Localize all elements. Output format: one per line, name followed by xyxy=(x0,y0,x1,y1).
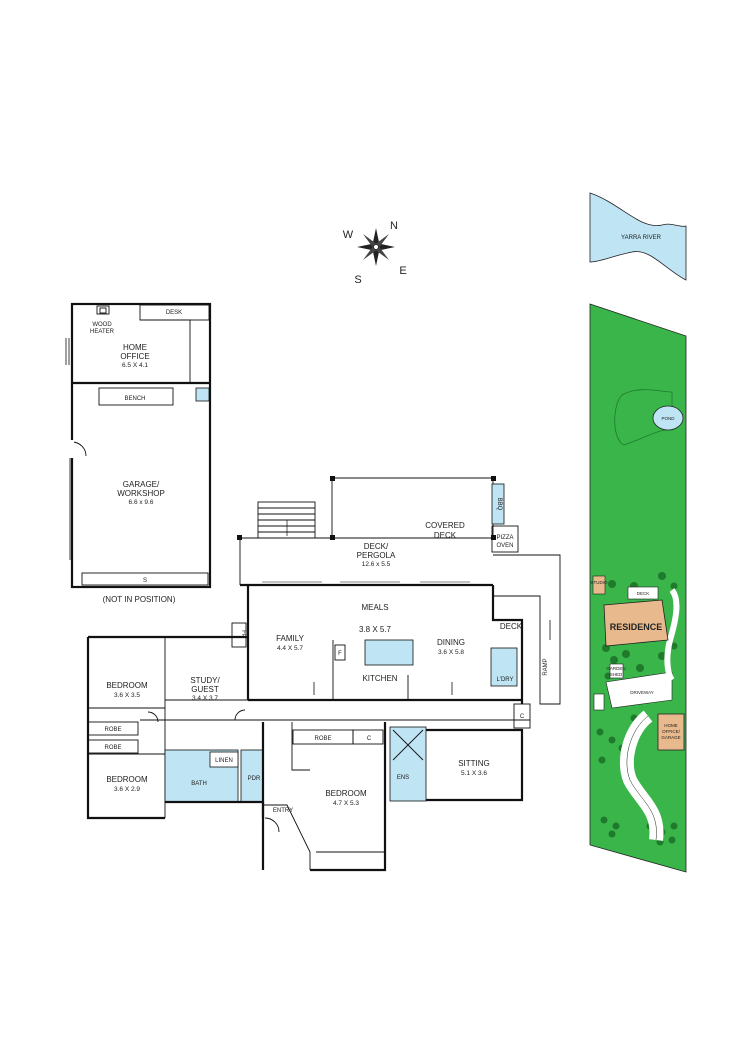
dining-dim: 3.6 X 5.8 xyxy=(438,649,464,656)
compass-s: S xyxy=(354,274,361,286)
f-label: F xyxy=(338,651,342,657)
compass-w: W xyxy=(343,229,354,241)
site-deck-label: DECK xyxy=(637,591,650,596)
garden-label: GARDEN xyxy=(606,666,625,671)
pizza-oven-label-1: PIZZA xyxy=(496,535,513,541)
site-office-label: OFFICE/ xyxy=(662,729,680,734)
pond-label: POND xyxy=(661,416,675,421)
compass-n: N xyxy=(390,220,398,232)
bench-label: BENCH xyxy=(124,396,145,402)
outbuilding xyxy=(65,302,212,589)
shed-label: SHED xyxy=(610,672,623,677)
home-office-label-2: OFFICE xyxy=(120,352,149,361)
linen-label: LINEN xyxy=(215,758,233,764)
bedroom1-label: BEDROOM xyxy=(106,681,148,690)
bedroom2-dim: 3.6 X 2.9 xyxy=(114,786,140,793)
bbq-label: BBQ xyxy=(496,498,502,511)
covered-deck-label-1: COVERED xyxy=(425,521,465,530)
site-home-office-shape xyxy=(657,713,685,751)
ramp-label: RAMP xyxy=(543,658,549,675)
deck-pergola-label-2: PERGOLA xyxy=(357,551,396,560)
pizza-oven-label-2: OVEN xyxy=(496,543,513,549)
bedroom2-label: BEDROOM xyxy=(106,775,148,784)
study-dim: 3.4 X 3.7 xyxy=(192,695,218,702)
residence-label: RESIDENCE xyxy=(610,622,663,632)
not-in-position-label: (NOT IN POSITION) xyxy=(103,595,176,604)
s-label: S xyxy=(143,578,147,584)
entry-label: ENTRY xyxy=(273,808,293,814)
ens-label: ENS xyxy=(397,775,409,781)
dining-label: DINING xyxy=(437,638,465,647)
wood-heater-label-2: HEATER xyxy=(90,329,115,335)
garage-label-1: GARAGE/ xyxy=(123,480,160,489)
meals-dim: 3.8 X 5.7 xyxy=(359,625,392,634)
robe-label-2: ROBE xyxy=(104,745,121,751)
river-shape xyxy=(589,192,687,281)
home-office-label-1: HOME xyxy=(123,343,147,352)
site-plan: YARRA RIVER POND DRIVEWAY DECK RESIDENCE xyxy=(589,192,687,873)
pond-shape xyxy=(652,405,684,431)
bedroom1-dim: 3.6 X 3.5 xyxy=(114,692,140,699)
fp-label: FP xyxy=(240,630,246,638)
site-home-label: HOME xyxy=(664,723,678,728)
studio-label: STUDIO xyxy=(590,580,608,585)
pdr-label: PDR xyxy=(248,776,261,782)
deck-pergola-label-1: DECK/ xyxy=(364,542,389,551)
meals-label: MEALS xyxy=(361,603,388,612)
main-house xyxy=(86,476,561,872)
robe-label-3: ROBE xyxy=(314,736,331,742)
bedroom3-dim: 4.7 X 5.3 xyxy=(333,800,359,807)
sitting-dim: 5.1 X 3.6 xyxy=(461,770,487,777)
kitchen-label: KITCHEN xyxy=(362,674,397,683)
deck-pergola-dim: 12.6 x 5.5 xyxy=(362,561,391,568)
compass-e: E xyxy=(399,265,406,277)
study-label-1: STUDY/ xyxy=(190,676,220,685)
river-label: YARRA RIVER xyxy=(621,235,662,241)
c-label-2: C xyxy=(367,736,372,742)
robe-label-1: ROBE xyxy=(104,727,121,733)
covered-deck-label-2: DECK xyxy=(434,531,457,540)
home-office-dim: 6.5 X 4.1 xyxy=(122,362,148,369)
site-garage-label: GARAGE xyxy=(661,735,680,740)
wood-heater-label-1: WOOD xyxy=(92,322,112,328)
family-label: FAMILY xyxy=(276,634,305,643)
garage-dim: 6.6 x 9.6 xyxy=(129,499,154,506)
c-label-1: C xyxy=(520,714,525,720)
deck-label: DECK xyxy=(500,622,523,631)
study-label-2: GUEST xyxy=(191,685,219,694)
desk-label: DESK xyxy=(166,310,182,316)
bath-label: BATH xyxy=(191,781,207,787)
family-dim: 4.4 X 5.7 xyxy=(277,645,303,652)
laundry-label: L'DRY xyxy=(496,677,513,683)
driveway-label: DRIVEWAY xyxy=(630,690,654,695)
garage-label-2: WORKSHOP xyxy=(117,489,165,498)
sitting-label: SITTING xyxy=(458,759,490,768)
residence-shape xyxy=(603,599,669,647)
compass-rose-icon xyxy=(357,228,395,266)
bedroom3-label: BEDROOM xyxy=(325,789,367,798)
